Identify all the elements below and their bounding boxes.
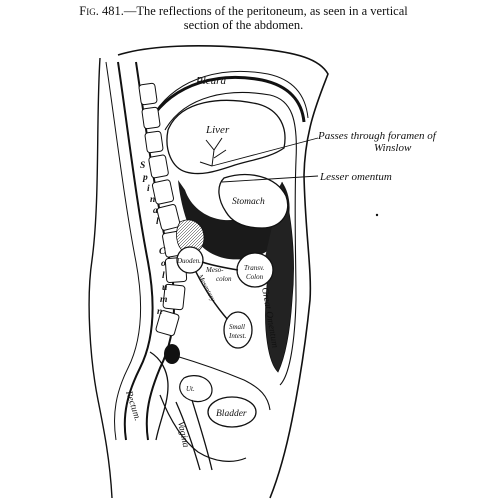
label-mesocolon-2: colon — [216, 275, 232, 283]
spine-letter: n — [150, 195, 155, 205]
caption-line-2: section of the abdomen. — [183, 18, 304, 32]
label-uterus: Ut. — [186, 385, 195, 393]
back-outline — [88, 57, 113, 499]
lesser-sac — [178, 180, 290, 260]
rectum-lumen — [164, 344, 180, 364]
label-pleura: Pleura — [195, 75, 226, 87]
label-mesentery: Mesentery — [196, 272, 218, 303]
label-foramen-2: Winslow — [374, 142, 412, 154]
label-lesser-omentum: Lesser omentum — [319, 171, 392, 183]
pelvic-floor — [159, 394, 247, 462]
bladder — [207, 396, 257, 428]
spine-letter: p — [142, 173, 148, 183]
uterus — [179, 375, 213, 403]
spine-letter: m — [160, 295, 167, 305]
lesser-omentum-leader — [221, 175, 319, 183]
stomach — [218, 174, 289, 229]
label-vagina: Vagina — [175, 421, 190, 449]
caption-line-1: —The reflections of the peritoneum, as s… — [123, 4, 408, 18]
omentum-fold — [263, 181, 294, 373]
label-duodenum: Duoden. — [176, 257, 201, 265]
spine-letter: a — [153, 206, 158, 216]
spine-letter: l — [162, 271, 165, 281]
diaphragm — [148, 76, 306, 123]
hepatic-vessels — [199, 137, 227, 167]
label-stomach: Stomach — [232, 197, 265, 207]
spine-letter: n — [157, 307, 162, 317]
figure-number: Fig. 481. — [79, 4, 124, 18]
speck-mark — [375, 213, 379, 217]
label-small-intestine-1: Small — [229, 323, 245, 331]
small-intestine — [223, 311, 253, 349]
label-foramen-1: Passes through foramen of — [317, 130, 438, 142]
label-liver: Liver — [205, 124, 230, 136]
spine-letter: S — [140, 161, 145, 171]
label-bladder: Bladder — [216, 409, 247, 419]
label-mesocolon-1: Meso- — [205, 266, 224, 274]
rectum — [149, 351, 169, 441]
figure-caption: Fig. 481.—The reflections of the periton… — [0, 4, 487, 32]
mesentery — [195, 271, 229, 321]
liver — [166, 99, 286, 175]
vagina — [175, 399, 213, 471]
parietal-peritoneum — [164, 92, 297, 386]
spine-letter: u — [162, 283, 167, 293]
label-small-intestine-2: Intest. — [228, 332, 247, 340]
label-transverse-colon-1: Transv. — [244, 264, 265, 272]
duodenum — [176, 246, 204, 274]
transverse-mesocolon — [201, 261, 239, 271]
label-transverse-colon-2: Colon — [246, 273, 264, 281]
peritoneum-pelvic — [175, 355, 271, 411]
spinal-column-letters: S p i n a l C o l u m n — [140, 161, 167, 317]
spine-letter: C — [159, 247, 166, 257]
foramen-leader — [211, 137, 319, 167]
spine-letter: o — [161, 259, 166, 269]
pleura-line — [154, 71, 309, 119]
spine-letter: l — [156, 217, 159, 227]
spine-letter: i — [147, 184, 150, 194]
abdominal-wall-outline — [117, 45, 329, 499]
